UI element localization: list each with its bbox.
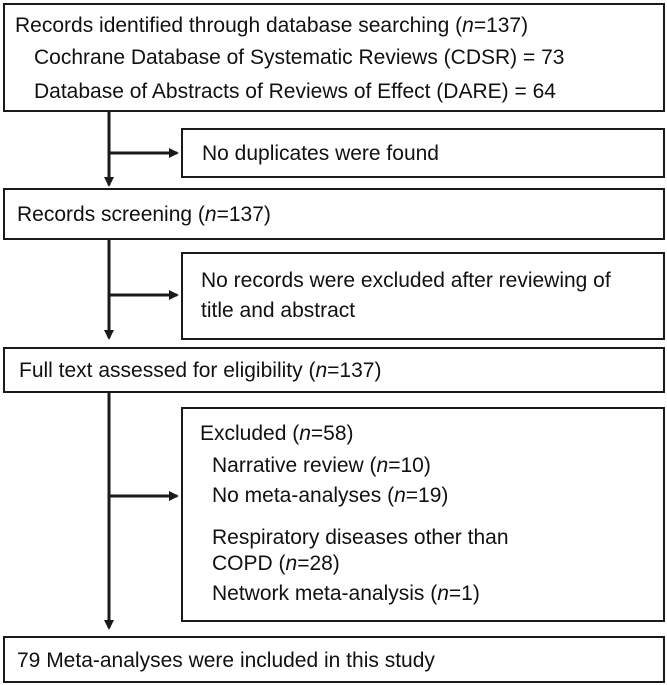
full-text-title: Full text assessed for eligibility (n=13… — [19, 359, 382, 382]
screening-title: Records screening (n=137) — [17, 203, 271, 226]
screening-exclusion-line1: No records were excluded after reviewing… — [201, 269, 611, 292]
cdsr-count: Cochrane Database of Systematic Reviews … — [34, 46, 565, 69]
duplicates-note: No duplicates were found — [202, 142, 439, 165]
included-box: 79 Meta-analyses were included in this s… — [3, 636, 665, 683]
excluded-reason-narrative: Narrative review (n=10) — [212, 454, 431, 477]
records-identified-box: Records identified through database sear… — [3, 3, 665, 112]
screening-exclusion-line2: title and abstract — [201, 299, 356, 322]
excluded-box: Excluded (n=58) Narrative review (n=10) … — [181, 407, 665, 622]
excluded-reason-network: Network meta-analysis (n=1) — [212, 582, 480, 605]
excluded-reason-respiratory-line1: Respiratory diseases other than — [212, 526, 509, 549]
duplicates-box: No duplicates were found — [181, 128, 665, 178]
screening-box: Records screening (n=137) — [3, 188, 665, 240]
excluded-title: Excluded (n=58) — [200, 422, 354, 445]
records-identified-title: Records identified through database sear… — [15, 14, 529, 37]
excluded-reason-respiratory-line2: COPD (n=28) — [212, 552, 340, 575]
included-title: 79 Meta-analyses were included in this s… — [17, 649, 435, 672]
dare-count: Database of Abstracts of Reviews of Effe… — [34, 80, 556, 103]
full-text-box: Full text assessed for eligibility (n=13… — [3, 347, 665, 393]
excluded-reason-no-meta: No meta-analyses (n=19) — [212, 484, 449, 507]
screening-exclusion-box: No records were excluded after reviewing… — [181, 252, 665, 340]
